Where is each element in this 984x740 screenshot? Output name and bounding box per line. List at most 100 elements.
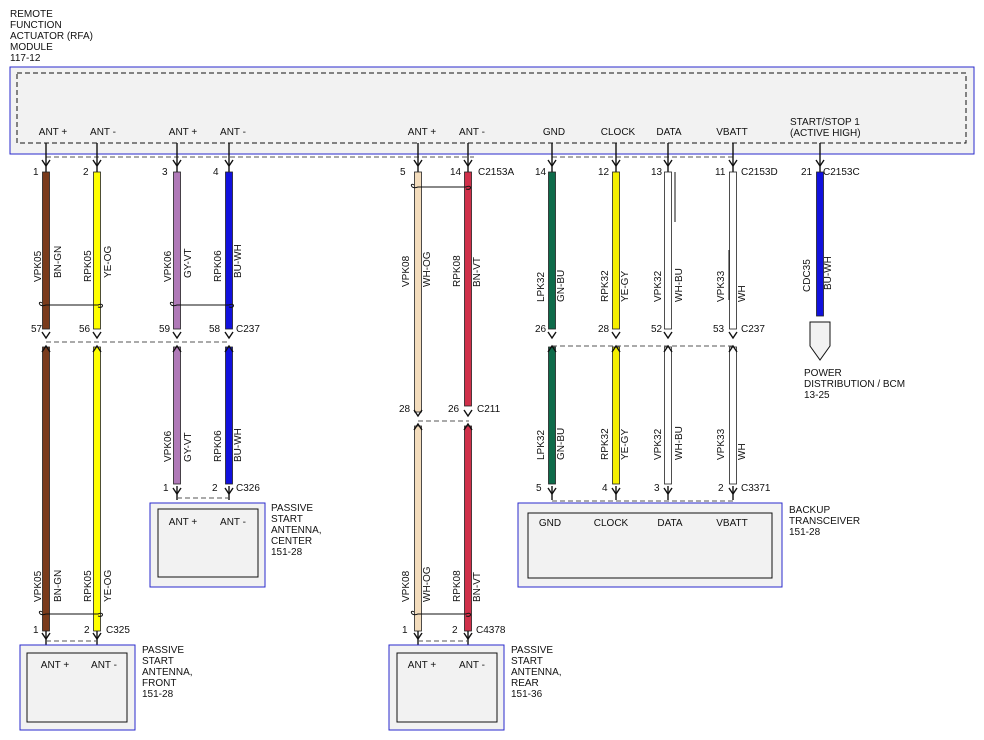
module-pin-label: GND: [543, 127, 565, 138]
antenna-rear-label-line: 151-36: [511, 689, 543, 700]
pin-number: 14: [450, 167, 462, 178]
wire-code: VPK06: [163, 250, 174, 282]
pin-number: 52: [651, 324, 663, 335]
wire-code: VPK32: [653, 270, 664, 302]
antenna-front-label-line: ANTENNA,: [142, 667, 193, 678]
connector-arrow-icon: [663, 487, 673, 496]
pin-number: 3: [654, 483, 660, 494]
wire-code: RPK06: [213, 430, 224, 462]
pin-number: 2: [83, 167, 89, 178]
module-inner-dashed-box: [16, 72, 967, 144]
antenna-front-label-line: 151-28: [142, 689, 174, 700]
pin-number: 26: [448, 404, 460, 415]
backup-transceiver-label-line: BACKUP: [789, 505, 830, 516]
backup-transceiver-pin-label: VBATT: [716, 518, 747, 529]
pin-arrow-icon: [815, 159, 825, 168]
pin-arrow-icon: [172, 159, 182, 168]
wire-color: YE-GY: [620, 429, 631, 460]
wire-segment: [93, 171, 101, 330]
wire-segment: [664, 171, 672, 330]
pin-number: 2: [84, 625, 90, 636]
power-distribution-label-line: 13-25: [804, 390, 830, 401]
antenna-front-label-line: PASSIVE: [142, 645, 184, 656]
antenna-center-outer-box: [149, 502, 266, 588]
wire-code: VPK33: [716, 270, 727, 302]
pin-number: 58: [209, 324, 221, 335]
pin-number: 2: [212, 483, 218, 494]
wire-code: RPK06: [213, 250, 224, 282]
pin-number: 1: [33, 167, 39, 178]
wire-code: VPK33: [716, 428, 727, 460]
wire-color: GN-BU: [556, 270, 567, 302]
wire-segment: [225, 346, 233, 485]
wire-segment: [729, 346, 737, 485]
wire-segment: [548, 171, 556, 330]
connector-label-c2153c: C2153C: [823, 167, 860, 178]
antenna-rear-outer-box: [388, 644, 505, 731]
wire-code: LPK32: [536, 272, 547, 302]
wire-code: VPK08: [401, 255, 412, 287]
wire-color: YE-GY: [620, 271, 631, 302]
connector-arrow-icon: [224, 331, 234, 340]
twist-marker-center-upper: [169, 301, 234, 308]
connector-arrow-icon: [728, 331, 738, 340]
module-pin-labels: ANT + ANT - ANT + ANT - ANT + ANT - GND …: [39, 117, 861, 139]
wire-code: RPK08: [452, 255, 463, 287]
antenna-center-inner-box: [157, 508, 259, 578]
module-title: REMOTE FUNCTION ACTUATOR (RFA) MODULE 11…: [10, 9, 93, 64]
module-pin-label: ANT -: [459, 127, 485, 138]
antenna-front-outer-box: [19, 644, 136, 731]
connector-arrow-icon: [547, 344, 557, 353]
wire-code: RPK32: [600, 428, 611, 460]
wire-color: GY-VT: [183, 432, 194, 462]
connector-arrow-icon: [172, 331, 182, 340]
connector-label-c4378: C4378: [476, 625, 506, 636]
pin-arrow-icon: [728, 159, 738, 168]
wire-segment: [225, 171, 233, 330]
wire-segment: [414, 171, 422, 413]
pin-number: 4: [602, 483, 608, 494]
antenna-rear-label-line: START: [511, 656, 543, 667]
antenna-center-label: PASSIVE START ANTENNA, CENTER 151-28: [271, 503, 322, 558]
wire-code: VPK32: [653, 428, 664, 460]
wire-color: GN-BU: [556, 428, 567, 460]
connector-label-c2153a: C2153A: [478, 167, 514, 178]
wire-segment: [612, 171, 620, 330]
wire-color: WH: [737, 443, 748, 460]
module-pin-label: ANT -: [90, 127, 116, 138]
connector-label-c326: C326: [236, 483, 260, 494]
pin-number: 26: [535, 324, 547, 335]
pin-number: 13: [651, 167, 663, 178]
connector-arrow-icon: [547, 487, 557, 496]
connector-arrow-icon: [41, 344, 51, 353]
pin-arrow-icon: [413, 159, 423, 168]
connector-arrow-icon: [92, 632, 102, 641]
connector-arrow-icon: [413, 409, 423, 418]
antenna-center-pin-label: ANT +: [169, 517, 198, 528]
pin-number: 2: [718, 483, 724, 494]
power-distribution-label-line: POWER: [804, 368, 842, 379]
pin-number: 5: [400, 167, 406, 178]
module-pin-label: (ACTIVE HIGH): [790, 128, 861, 139]
wire-color: BU-WH: [233, 428, 244, 462]
antenna-center-label-line: CENTER: [271, 536, 312, 547]
pin-number: 14: [535, 167, 547, 178]
antenna-rear-pin-label: ANT +: [408, 660, 437, 671]
connector-arrow-icon: [413, 632, 423, 641]
antenna-rear-label-line: PASSIVE: [511, 645, 553, 656]
pin-arrow-icon: [611, 159, 621, 168]
module-ref-number: 117-12: [10, 53, 41, 64]
module-pin-label: START/STOP 1: [790, 117, 860, 128]
pin-number: 56: [79, 324, 91, 335]
antenna-rear-pin-label: ANT -: [459, 660, 485, 671]
connector-arrow-icon: [92, 331, 102, 340]
module-pin-label: ANT +: [39, 127, 68, 138]
antenna-rear-label: PASSIVE START ANTENNA, REAR 151-36: [511, 645, 562, 700]
antenna-front-label: PASSIVE START ANTENNA, FRONT 151-28: [142, 645, 193, 700]
wire-color: YE-OG: [103, 570, 114, 602]
antenna-center-label-line: START: [271, 514, 303, 525]
connector-arrow-icon: [728, 487, 738, 496]
module-pin-numbers: 1 2 3 4 5 14 14 12 13 11 21 C2153A C2153…: [33, 167, 860, 178]
pin-number: 1: [33, 625, 39, 636]
wire-color: WH: [737, 285, 748, 302]
